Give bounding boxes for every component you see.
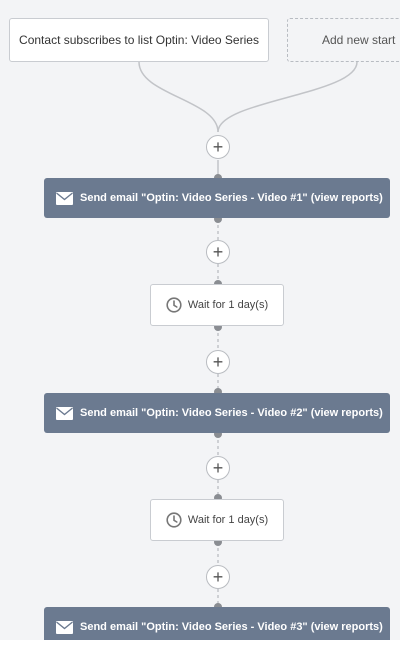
add-new-start-button[interactable]: Add new start [287,18,400,62]
connector-trigger [138,61,219,133]
plus-icon: + [212,352,224,372]
start-trigger-label: Contact subscribes to list Optin: Video … [19,33,259,47]
plus-icon: + [212,242,224,262]
bottom-strip [0,640,400,650]
start-trigger-block[interactable]: Contact subscribes to list Optin: Video … [9,18,269,62]
envelope-icon [56,406,73,420]
send-email-label: Send email "Optin: Video Series - Video … [80,407,383,419]
send-email-step-1[interactable]: Send email "Optin: Video Series - Video … [44,178,390,218]
add-step-button-2[interactable]: + [206,240,230,264]
wait-label: Wait for 1 day(s) [187,514,269,526]
envelope-icon [56,620,73,634]
add-step-button-1[interactable]: + [206,135,230,159]
wait-step-1[interactable]: Wait for 1 day(s) [150,284,284,326]
send-email-label: Send email "Optin: Video Series - Video … [80,621,383,633]
add-step-button-4[interactable]: + [206,456,230,480]
add-new-start-label: Add new start [322,33,396,47]
clock-icon [166,297,182,313]
clock-icon [166,512,182,528]
plus-icon: + [212,567,224,587]
plus-icon: + [212,458,224,478]
add-step-button-3[interactable]: + [206,350,230,374]
envelope-icon [56,191,73,205]
connector-add-start [217,61,358,133]
wait-label: Wait for 1 day(s) [187,299,269,311]
send-email-step-2[interactable]: Send email "Optin: Video Series - Video … [44,393,390,433]
plus-icon: + [212,137,224,157]
send-email-step-3[interactable]: Send email "Optin: Video Series - Video … [44,607,390,640]
send-email-label: Send email "Optin: Video Series - Video … [80,192,383,204]
add-step-button-5[interactable]: + [206,565,230,589]
wait-step-2[interactable]: Wait for 1 day(s) [150,499,284,541]
